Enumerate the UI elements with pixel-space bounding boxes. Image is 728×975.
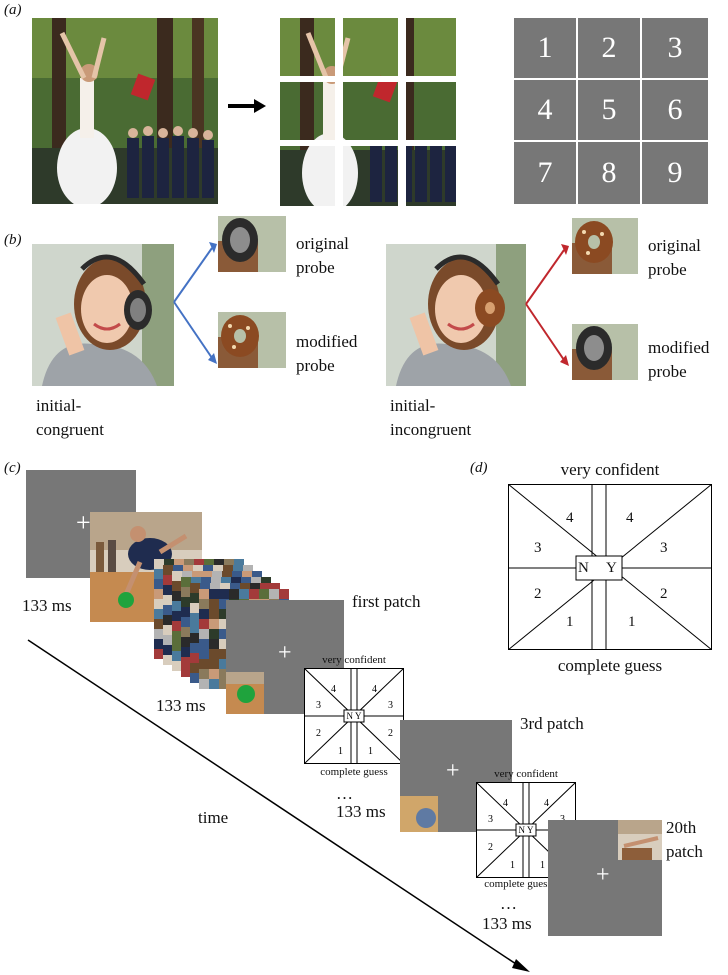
svg-text:4: 4: [544, 798, 549, 809]
panel-label-b: (b): [4, 232, 22, 248]
grid-cell-4: 4: [514, 80, 576, 140]
label-initial-incongruent-1: initial-: [390, 396, 436, 415]
label-modified-2: modified: [648, 338, 710, 357]
svg-text:3: 3: [488, 814, 493, 825]
label-probe-3: probe: [648, 260, 687, 279]
scale-number-2-left: 2: [534, 586, 542, 602]
wedding-photo-original: [32, 18, 218, 204]
woman-headphones-photo: [32, 244, 174, 386]
scale-number-1-right: 1: [628, 614, 636, 630]
label-time: time: [198, 808, 229, 827]
label-probe-4: probe: [648, 362, 687, 381]
scale-number-4-right: 4: [626, 510, 634, 526]
scale-top-label-1: very confident: [322, 654, 386, 666]
svg-text:1: 1: [338, 746, 343, 757]
svg-text:N Y: N Y: [519, 825, 534, 835]
scale-number-1-left: 1: [566, 614, 574, 630]
scale-bottom-label-1: complete guess: [320, 766, 388, 778]
original-probe-headphone: [218, 216, 286, 272]
svg-text:3: 3: [316, 700, 321, 711]
fixation-cross: +: [76, 508, 91, 537]
svg-text:1: 1: [368, 746, 373, 757]
confidence-scale-grid-2: N Y 44 33 22 11: [476, 782, 576, 878]
panel-label-c: (c): [4, 460, 21, 476]
woman-donut-photo: [386, 244, 526, 386]
ellipsis-1: …: [336, 784, 353, 803]
fixation-cross-2: +: [278, 640, 292, 666]
label-twentieth-2: patch: [666, 842, 703, 861]
modified-probe-donut: [218, 312, 286, 368]
grid-cell-1: 1: [514, 18, 576, 78]
label-modified-1: modified: [296, 332, 358, 351]
svg-text:2: 2: [316, 728, 321, 739]
svg-text:4: 4: [331, 684, 336, 695]
grid-cell-8: 8: [578, 142, 640, 204]
first-patch-image: [226, 672, 264, 714]
fixation-cross-4: +: [596, 862, 610, 888]
svg-text:4: 4: [372, 684, 377, 695]
svg-text:N Y: N Y: [347, 711, 362, 721]
scale-bottom-label-large: complete guess: [557, 656, 663, 675]
scale-number-4-left: 4: [566, 510, 574, 526]
grid-cell-3: 3: [642, 18, 708, 78]
label-twentieth-1: 20th: [666, 818, 697, 837]
label-original-1: original: [296, 234, 349, 253]
grid-cell-9: 9: [642, 142, 708, 204]
scale-top-label-2: very confident: [494, 768, 558, 780]
confidence-scale-grid-1: N Y 4 4 3 3 2 2 1 1: [304, 668, 404, 764]
panel-label-a: (a): [4, 2, 22, 18]
duration-1: 133 ms: [22, 596, 72, 615]
svg-text:1: 1: [540, 860, 545, 871]
original-probe-donut: [572, 218, 638, 274]
duration-2: 133 ms: [156, 696, 206, 715]
svg-text:2: 2: [388, 728, 393, 739]
label-third-patch: 3rd patch: [520, 714, 584, 733]
svg-text:1: 1: [510, 860, 515, 871]
label-first-patch: first patch: [352, 592, 421, 611]
scale-number-3-left: 3: [534, 540, 542, 556]
label-y: Y: [606, 560, 617, 576]
red-arrows: [525, 244, 569, 366]
modified-probe-headphone: [572, 324, 638, 380]
label-initial-congruent-1: initial-: [36, 396, 82, 415]
grid-cell-6: 6: [642, 80, 708, 140]
scale-top-label-large: very confident: [560, 460, 660, 479]
label-n: N: [578, 560, 589, 576]
scale-bottom-label-2: complete guess: [484, 878, 552, 890]
label-initial-congruent-2: congruent: [36, 420, 104, 439]
scale-number-2-right: 2: [660, 586, 668, 602]
twentieth-patch-image: [618, 820, 662, 860]
label-probe-2: probe: [296, 356, 335, 375]
label-probe-1: probe: [296, 258, 335, 277]
duration-4: 133 ms: [482, 914, 532, 933]
confidence-scale-small-1: very confident: [304, 654, 404, 666]
confidence-scale-large: [508, 484, 712, 650]
label-initial-incongruent-2: incongruent: [390, 420, 472, 439]
label-original-2: original: [648, 236, 701, 255]
svg-text:3: 3: [388, 700, 393, 711]
svg-text:4: 4: [503, 798, 508, 809]
panel-label-d: (d): [470, 460, 488, 476]
fixation-cross-3: +: [446, 758, 460, 784]
grid-cell-5: 5: [578, 80, 640, 140]
ellipsis-2: …: [500, 894, 517, 913]
svg-text:3: 3: [560, 814, 565, 825]
scale-number-3-right: 3: [660, 540, 668, 556]
duration-3: 133 ms: [336, 802, 386, 821]
third-patch-image: [400, 796, 438, 832]
wedding-photo-patched: [280, 18, 456, 206]
svg-text:2: 2: [488, 842, 493, 853]
grid-cell-2: 2: [578, 18, 640, 78]
blue-arrows: [173, 242, 217, 364]
grid-cell-7: 7: [514, 142, 576, 204]
arrow-right-icon: [228, 99, 266, 113]
patch-index-grid: 1 2 3 4 5 6 7 8 9: [514, 18, 708, 204]
